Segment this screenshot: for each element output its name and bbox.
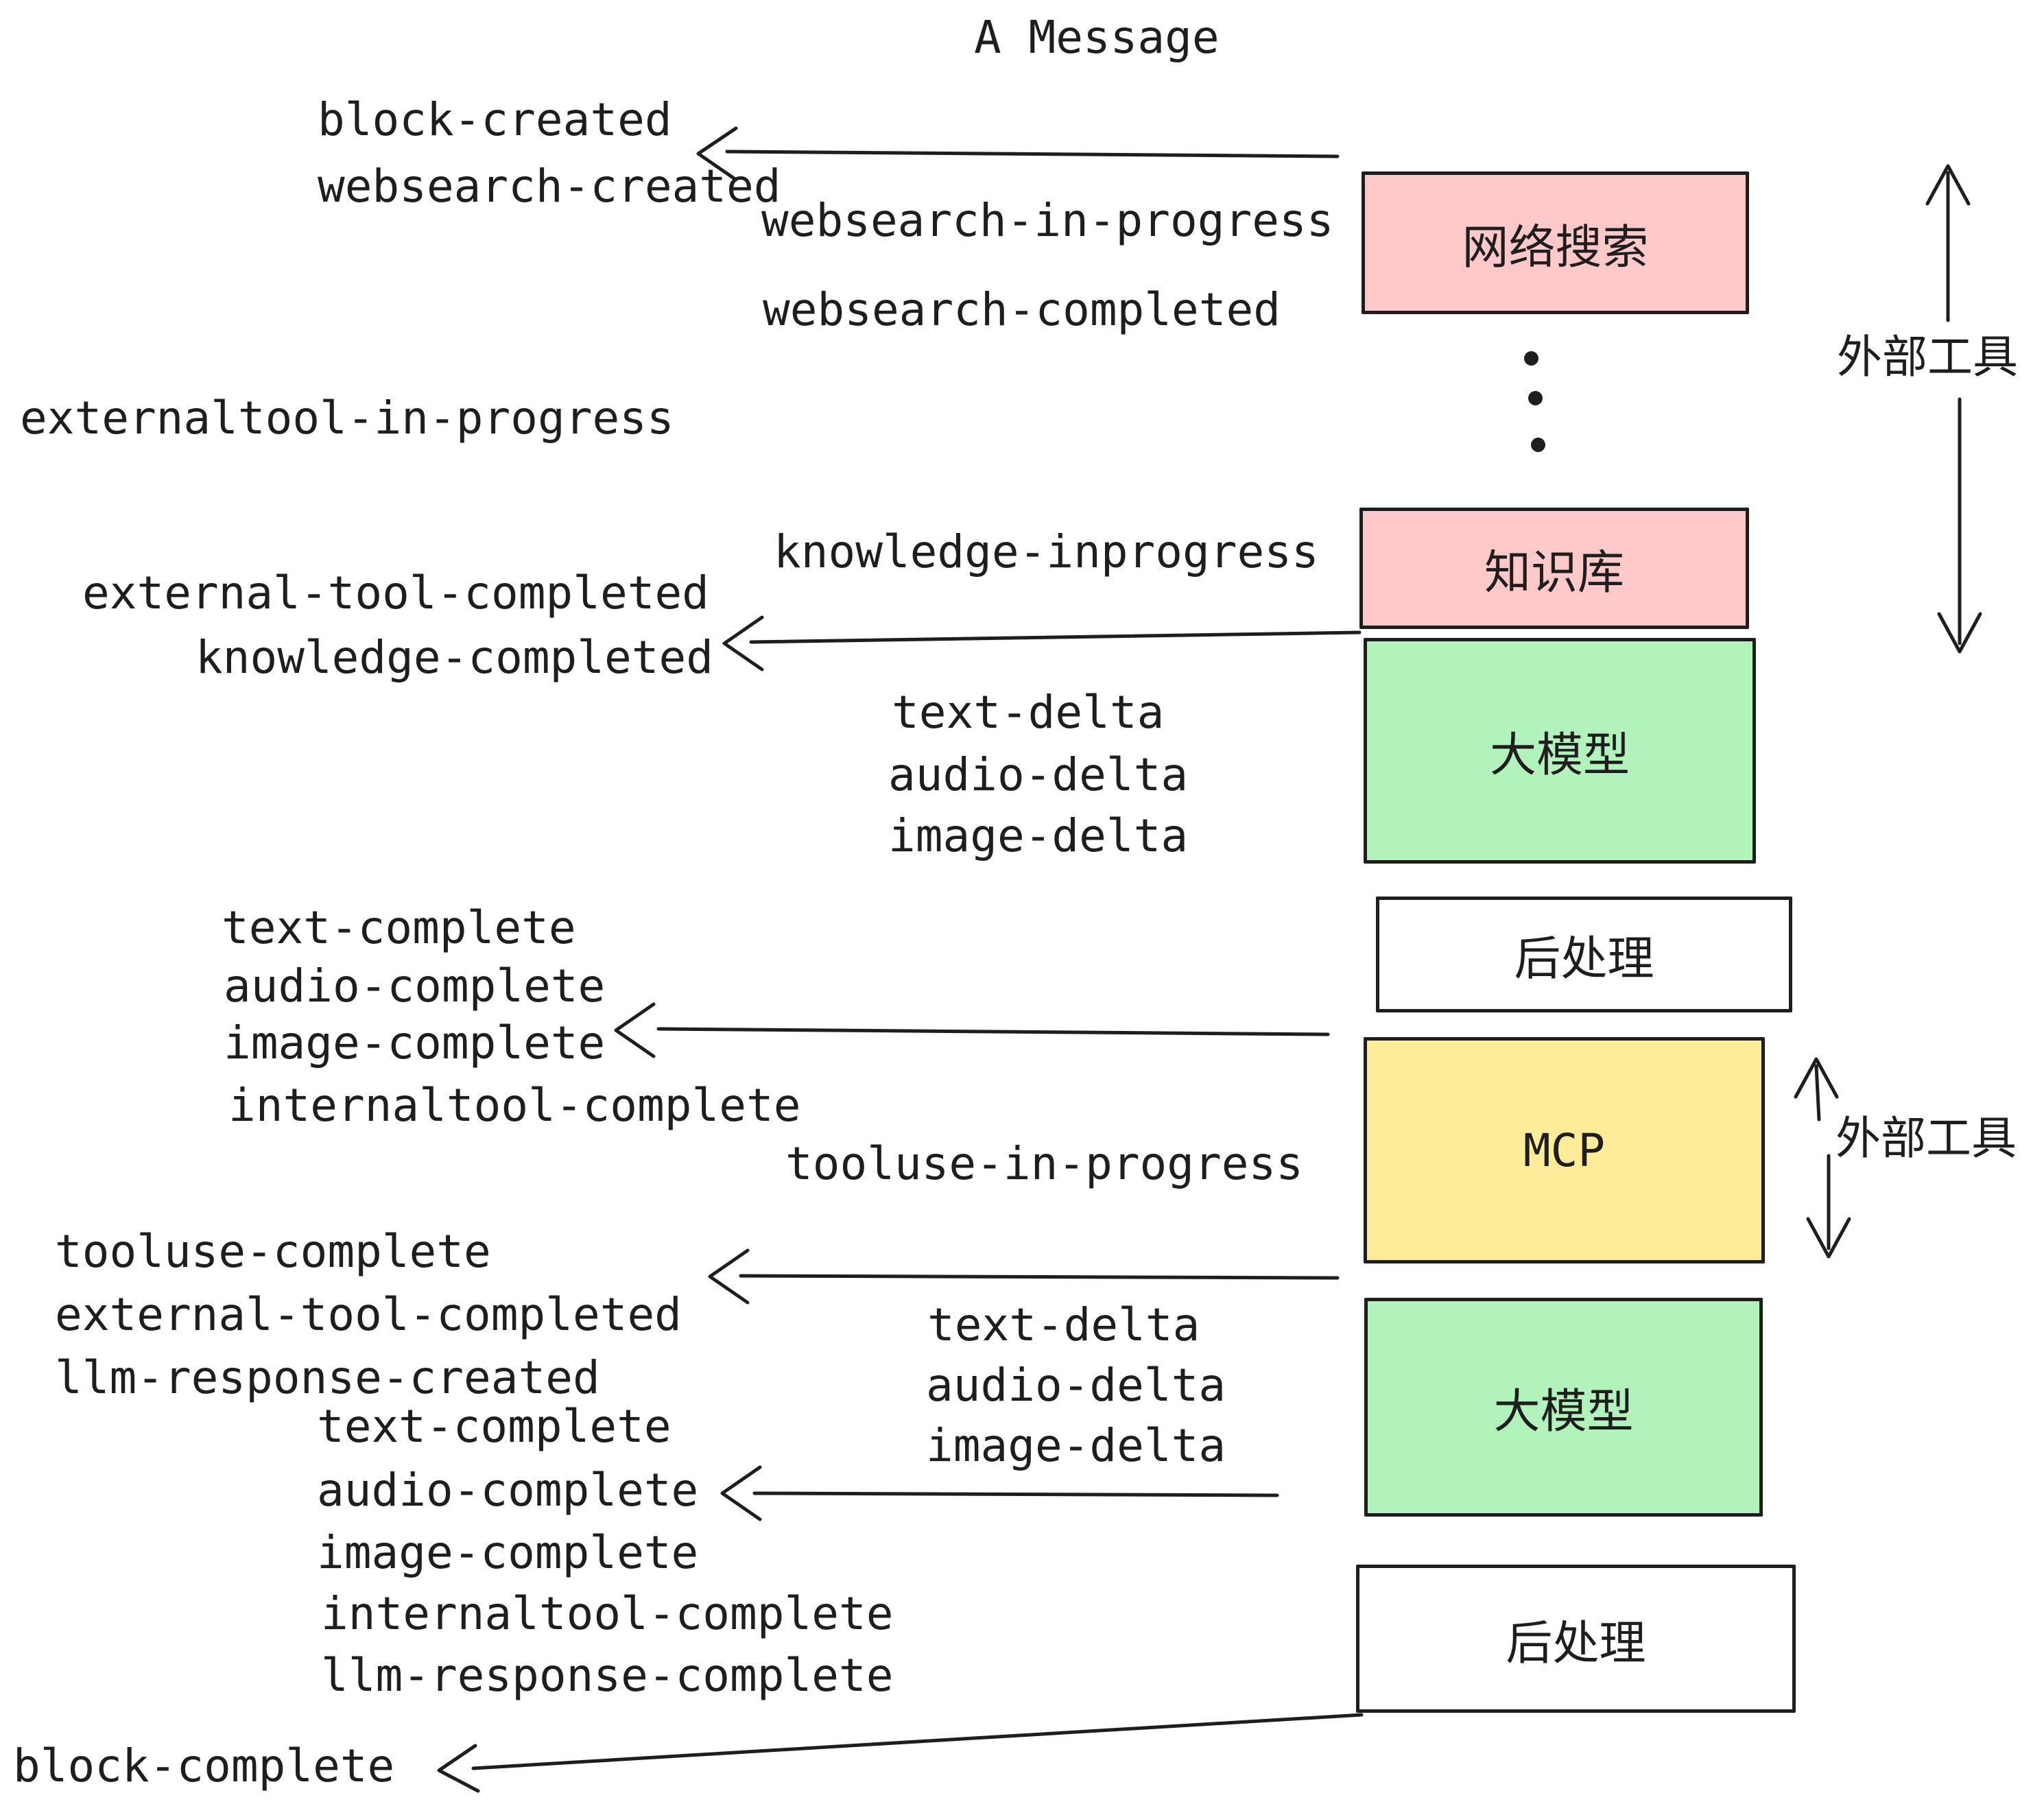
event-text-complete-2: text-complete	[317, 1400, 672, 1453]
event-knowledge-completed: knowledge-completed	[195, 631, 713, 684]
box-postprocess-2: 后处理	[1356, 1565, 1796, 1713]
event-external-tool-completed-2: external-tool-completed	[55, 1288, 682, 1341]
box-knowledge-label: 知识库	[1484, 547, 1624, 599]
arrow-block-complete	[437, 1713, 1364, 1793]
event-image-complete: image-complete	[224, 1017, 606, 1069]
arrow-external-tools-down-1	[1937, 397, 1982, 654]
event-knowledge-inprogress: knowledge-inprogress	[774, 525, 1319, 578]
ellipsis-dot-3	[1531, 438, 1545, 452]
box-postprocess-2-label: 后处理	[1506, 1617, 1646, 1670]
event-text-delta: text-delta	[892, 686, 1165, 739]
box-knowledge: 知识库	[1359, 508, 1749, 629]
diagram-title: A Message	[974, 11, 1220, 64]
event-internaltool-complete: internaltool-complete	[228, 1079, 801, 1132]
arrow-external-tools-down-2	[1806, 1154, 1851, 1259]
event-audio-complete-2: audio-complete	[317, 1464, 699, 1517]
event-websearch-in-progress: websearch-in-progress	[761, 194, 1334, 247]
box-llm-2-label: 大模型	[1493, 1386, 1634, 1438]
box-llm-1: 大模型	[1364, 638, 1756, 864]
event-tooluse-complete: tooluse-complete	[55, 1225, 491, 1278]
event-llm-response-created: llm-response-created	[55, 1351, 600, 1404]
external-tools-label-top: 外部工具	[1837, 331, 2018, 382]
event-externaltool-in-progress: externaltool-in-progress	[20, 392, 674, 444]
ellipsis-dot-1	[1524, 351, 1538, 366]
arrow-external-tools-up-2	[1794, 1057, 1839, 1121]
external-tools-label-bottom: 外部工具	[1835, 1113, 2017, 1163]
event-image-delta: image-delta	[888, 809, 1189, 862]
box-llm-1-label: 大模型	[1489, 729, 1630, 781]
arrow-image-complete	[614, 1002, 1330, 1058]
arrow-block-created	[696, 126, 1340, 182]
ellipsis-dot-2	[1528, 391, 1543, 405]
box-postprocess-1: 后处理	[1376, 897, 1792, 1012]
box-postprocess-1-label: 后处理	[1514, 933, 1654, 985]
event-block-complete: block-complete	[13, 1740, 395, 1792]
box-websearch: 网络搜索	[1362, 171, 1749, 314]
arrow-knowledge-completed	[722, 615, 1362, 672]
event-internaltool-complete-2: internaltool-complete	[321, 1587, 894, 1640]
box-websearch-label: 网络搜索	[1462, 221, 1649, 274]
box-mcp: MCP	[1364, 1037, 1765, 1263]
box-mcp-label: MCP	[1523, 1124, 1606, 1177]
event-websearch-created: websearch-created	[318, 160, 781, 213]
event-image-delta-2: image-delta	[926, 1419, 1226, 1472]
event-image-complete-2: image-complete	[317, 1526, 699, 1579]
event-text-delta-2: text-delta	[927, 1298, 1200, 1351]
event-block-created: block-created	[318, 93, 672, 146]
event-llm-response-complete: llm-response-complete	[321, 1649, 894, 1702]
event-audio-delta: audio-delta	[888, 748, 1189, 801]
event-websearch-completed: websearch-completed	[763, 283, 1281, 336]
event-tooluse-in-progress: tooluse-in-progress	[785, 1137, 1303, 1190]
event-audio-delta-2: audio-delta	[926, 1359, 1226, 1412]
event-audio-complete: audio-complete	[224, 960, 606, 1012]
arrow-tooluse-complete	[708, 1248, 1340, 1305]
arrow-audio-complete	[720, 1465, 1279, 1521]
event-text-complete: text-complete	[222, 901, 576, 954]
box-llm-2: 大模型	[1364, 1298, 1763, 1517]
arrow-external-tools-up-1	[1925, 164, 1971, 322]
event-external-tool-completed: external-tool-completed	[82, 567, 709, 619]
